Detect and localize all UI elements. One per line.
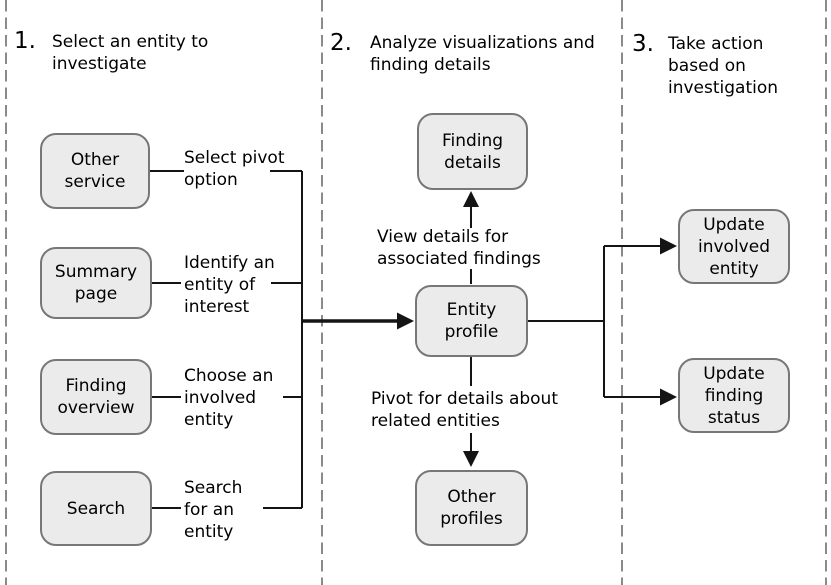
- arrowheads: [397, 191, 677, 467]
- node-update-involved-entity: Update involved entity: [678, 209, 790, 284]
- step-2-title: Analyze visualizations and finding detai…: [370, 33, 595, 75]
- arrowhead-into-entity-profile: [397, 312, 414, 330]
- arrowhead-into-finding-details: [463, 191, 479, 207]
- step-1-number: 1.: [14, 28, 36, 54]
- arrowhead-into-update-finding-status: [660, 388, 677, 406]
- flow-lines: [150, 170, 661, 509]
- annotation-pivot-for-related-entities: Pivot for details about related entities: [371, 389, 558, 431]
- node-search: Search: [40, 471, 152, 546]
- annotation-select-pivot-option: Select pivot option: [184, 148, 285, 190]
- arrowhead-into-update-involved-entity: [660, 237, 677, 255]
- annotation-choose-involved-entity: Choose an involved entity: [184, 366, 274, 430]
- node-entity-profile: Entity profile: [415, 285, 528, 357]
- step-3-title: Take action based on investigation: [668, 34, 779, 98]
- step-1-title: Select an entity to investigate: [52, 32, 209, 74]
- node-other-profiles: Other profiles: [415, 470, 528, 546]
- annotation-view-details-for-findings: View details for associated findings: [377, 227, 541, 269]
- annotation-identify-entity-of-interest: Identify an entity of interest: [184, 253, 275, 317]
- step-2-number: 2.: [330, 30, 352, 56]
- node-finding-overview: Finding overview: [40, 359, 152, 435]
- node-summary-page: Summary page: [40, 247, 152, 319]
- annotation-search-for-entity: Search for an entity: [184, 478, 243, 542]
- arrowhead-into-other-profiles: [463, 451, 479, 467]
- step-3-number: 3.: [632, 31, 654, 57]
- node-update-finding-status: Update finding status: [678, 358, 790, 433]
- node-other-service: Other service: [40, 133, 150, 209]
- column-divider-lines: [5, 0, 827, 585]
- node-finding-details: Finding details: [417, 113, 528, 190]
